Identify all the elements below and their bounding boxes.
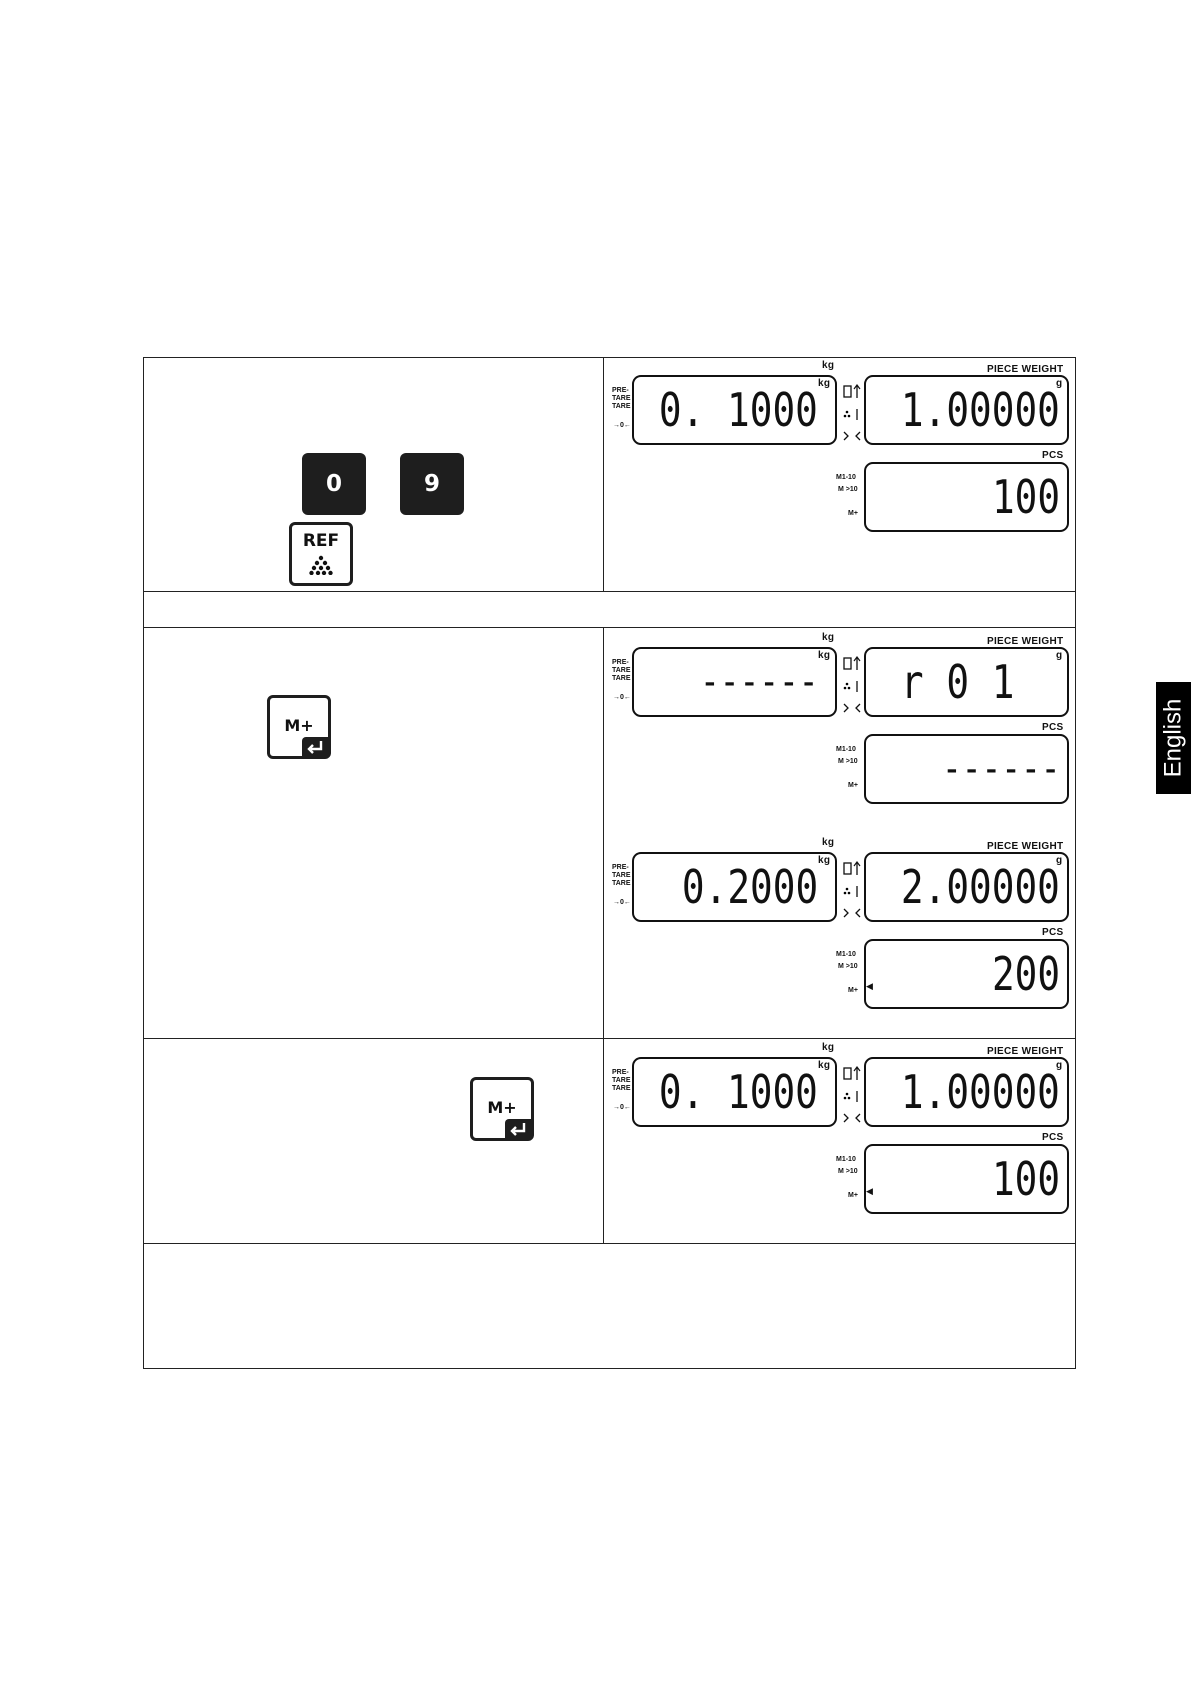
m-plus-key-button[interactable]: M+ xyxy=(470,1077,534,1141)
m-plus-indicator: M+ xyxy=(848,987,858,994)
key-9-label: 9 xyxy=(423,471,440,497)
piece-weight-window xyxy=(864,647,1069,717)
kg-label: kg xyxy=(822,1042,835,1053)
m-plus-indicator: M+ xyxy=(848,782,858,789)
pcs-label: PCS xyxy=(1042,927,1064,938)
m-plus-indicator: M+ xyxy=(848,510,858,517)
m-plus-key-label: M+ xyxy=(487,1098,517,1117)
m-plus-indicator: M+ xyxy=(848,1192,858,1199)
weight-value: ------ xyxy=(699,659,818,705)
stability-icon xyxy=(843,656,861,713)
zero-indicator: →0← xyxy=(613,694,631,701)
piece-weight-value: r 0 1 xyxy=(901,655,1060,709)
m-range-label: M1-10 xyxy=(836,474,856,481)
zero-indicator: →0← xyxy=(613,899,631,906)
piece-weight-label: PIECE WEIGHT xyxy=(987,364,1064,375)
count-window xyxy=(864,734,1069,804)
count-value: 100 xyxy=(991,1152,1060,1206)
g-unit-label: g xyxy=(1056,855,1063,866)
piece-weight-window xyxy=(864,375,1069,445)
piece-weight-label: PIECE WEIGHT xyxy=(987,1046,1064,1057)
piece-weight-value: 1.00000 xyxy=(901,1065,1060,1119)
row-divider xyxy=(144,627,1075,628)
weight-window xyxy=(632,852,837,922)
zero-indicator: →0← xyxy=(613,422,631,429)
pieces-pyramid-icon xyxy=(309,555,333,575)
column-divider xyxy=(603,627,604,1243)
enter-icon xyxy=(302,737,329,757)
pcs-label: PCS xyxy=(1042,722,1064,733)
piece-weight-label: PIECE WEIGHT xyxy=(987,841,1064,852)
enter-icon xyxy=(505,1119,532,1139)
kg-unit-label: kg xyxy=(818,378,831,389)
piece-weight-window xyxy=(864,1057,1069,1127)
count-window xyxy=(864,1144,1069,1214)
count-window xyxy=(864,939,1069,1009)
m-plus-key-button[interactable]: M+ xyxy=(267,695,331,759)
pcs-label: PCS xyxy=(1042,1132,1064,1143)
m-range-label: M1-10 xyxy=(836,1156,856,1163)
m-gt-label: M >10 xyxy=(838,1168,858,1175)
row-divider xyxy=(144,1243,1075,1244)
m-gt-label: M >10 xyxy=(838,486,858,493)
weight-value: 0. 1000 xyxy=(659,383,818,437)
m-plus-key-label: M+ xyxy=(284,716,314,735)
kg-label: kg xyxy=(822,837,835,848)
row-divider xyxy=(144,1038,1075,1039)
piece-weight-window xyxy=(864,852,1069,922)
ref-key-button[interactable]: REF xyxy=(289,522,353,586)
key-0-button[interactable]: 0 xyxy=(302,453,366,515)
zero-indicator: →0← xyxy=(613,1104,631,1111)
language-tab-label: English xyxy=(1159,698,1187,778)
kg-label: kg xyxy=(822,360,835,371)
g-unit-label: g xyxy=(1056,1060,1063,1071)
memory-marker-icon: ◀ xyxy=(866,1186,873,1196)
m-gt-label: M >10 xyxy=(838,963,858,970)
kg-unit-label: kg xyxy=(818,855,831,866)
pcs-label: PCS xyxy=(1042,450,1064,461)
kg-unit-label: kg xyxy=(818,650,831,661)
weight-window xyxy=(632,647,837,717)
row-divider xyxy=(144,591,1075,592)
weight-value: 0. 1000 xyxy=(659,1065,818,1119)
weight-window xyxy=(632,375,837,445)
piece-weight-value: 2.00000 xyxy=(901,860,1060,914)
m-range-label: M1-10 xyxy=(836,746,856,753)
key-0-label: 0 xyxy=(325,471,342,497)
stability-icon xyxy=(843,1066,861,1123)
count-value: 100 xyxy=(991,470,1060,524)
count-value: ------ xyxy=(941,746,1060,792)
procedure-table xyxy=(143,357,1076,1369)
g-unit-label: g xyxy=(1056,650,1063,661)
kg-unit-label: kg xyxy=(818,1060,831,1071)
m-gt-label: M >10 xyxy=(838,758,858,765)
g-unit-label: g xyxy=(1056,378,1063,389)
count-value: 200 xyxy=(991,947,1060,1001)
key-9-button[interactable]: 9 xyxy=(400,453,464,515)
column-divider xyxy=(603,358,604,591)
count-window xyxy=(864,462,1069,532)
language-tab: English xyxy=(1156,682,1191,794)
m-range-label: M1-10 xyxy=(836,951,856,958)
memory-marker-icon: ◀ xyxy=(866,981,873,991)
stability-icon xyxy=(843,384,861,441)
weight-window xyxy=(632,1057,837,1127)
piece-weight-label: PIECE WEIGHT xyxy=(987,636,1064,647)
piece-weight-value: 1.00000 xyxy=(901,383,1060,437)
weight-value: 0.2000 xyxy=(681,860,818,914)
ref-key-label: REF xyxy=(302,531,340,551)
stability-icon xyxy=(843,861,861,918)
kg-label: kg xyxy=(822,632,835,643)
